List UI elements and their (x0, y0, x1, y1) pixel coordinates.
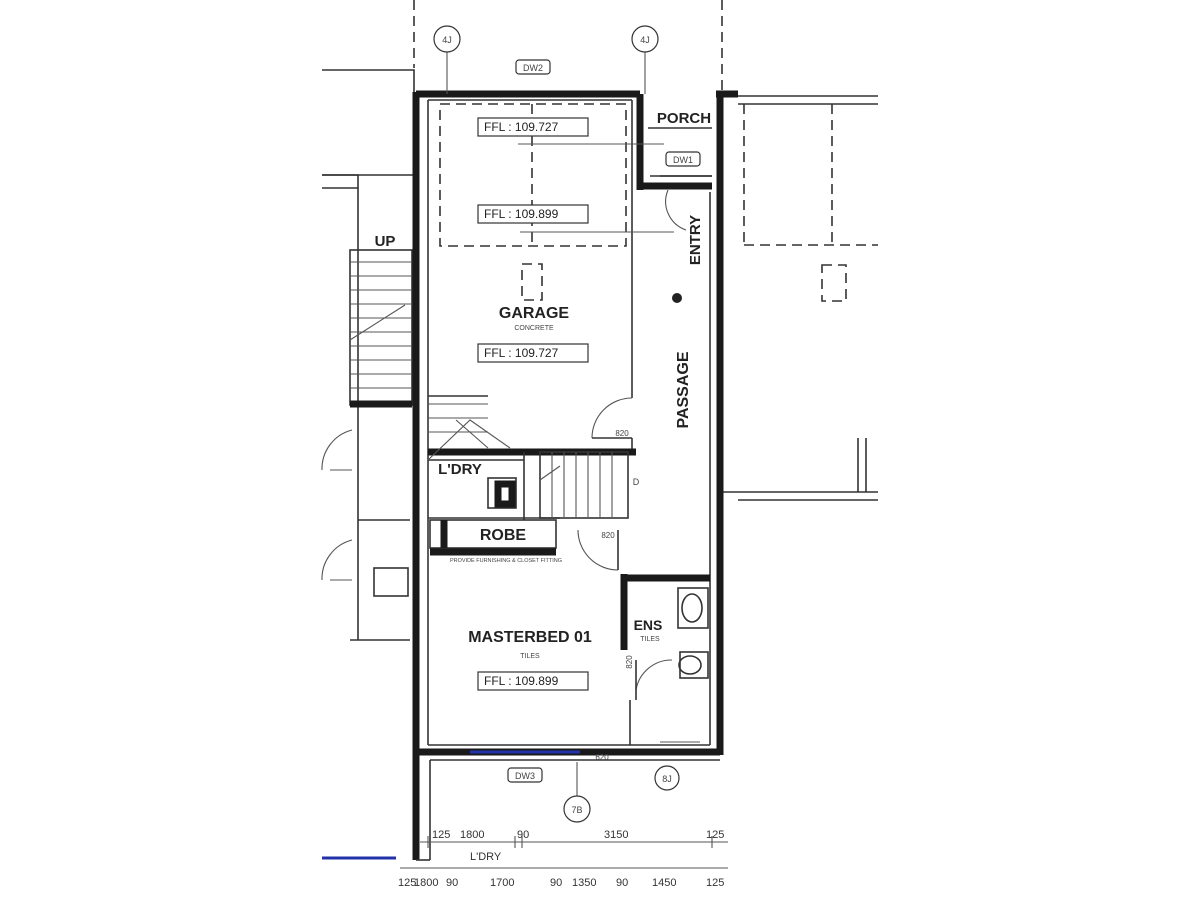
dimension-label: 90 (550, 877, 562, 889)
room-label-ensuite: ENS (634, 617, 663, 633)
dimension-label: 3150 (604, 829, 628, 841)
door-width-label: 820 (601, 531, 615, 540)
ffl-label: FFL : 109.727 (484, 346, 559, 360)
dimension-label: 125 (706, 877, 724, 889)
door-swings (577, 397, 673, 700)
room-finish-masterbed: TILES (520, 653, 540, 660)
adjacent-doors (321, 429, 410, 597)
dimension-label: 90 (446, 877, 458, 889)
dimension-label: 1800 (414, 877, 438, 889)
stair-mark: D (633, 477, 640, 487)
grid-marker-label: 7B (571, 805, 582, 815)
dimension-label: 1450 (652, 877, 676, 889)
grid-marker-label: 4J (442, 35, 452, 45)
dimension-label-laundry: L'DRY (470, 851, 502, 863)
laundry-stair-block (427, 395, 636, 520)
dimension-label: 125 (706, 829, 724, 841)
window-tag-label: DW1 (673, 155, 693, 165)
ffl-box-porch (477, 204, 589, 224)
room-label-garage: GARAGE (499, 305, 570, 322)
ffl-box-masterbed (477, 671, 589, 691)
dimension-label: 1800 (460, 829, 484, 841)
grid-marker-4j-right (631, 25, 659, 53)
grid-marker-label: 4J (640, 35, 650, 45)
room-label-entry: ENTRY (687, 215, 704, 265)
window-tag-label: DW3 (515, 771, 535, 781)
ffl-box-garage (477, 343, 589, 363)
dimension-label: 90 (616, 877, 628, 889)
ffl-label: FFL : 109.899 (484, 674, 559, 688)
ensuite-block (620, 574, 710, 745)
grid-marker-4j-left (433, 25, 461, 53)
porch-area (648, 127, 712, 231)
grid-marker-8j (654, 765, 680, 791)
door-width-label: 820 (615, 429, 629, 438)
grid-marker-7b (563, 795, 591, 823)
stair-up-label: UP (375, 233, 396, 250)
window-tag-dw3 (507, 767, 543, 783)
door-width-label: 620 (595, 753, 609, 762)
door-width-label: 820 (625, 655, 634, 669)
ffl-box-garage-top (477, 117, 589, 137)
level-leaders (518, 143, 682, 303)
adjacent-stair (349, 249, 413, 408)
adjacent-building-right (722, 95, 878, 501)
robe-closet (429, 519, 557, 556)
window-tag-dw2 (515, 59, 551, 75)
grid-marker-label: 8J (662, 774, 672, 784)
room-label-masterbed: MASTERBED 01 (468, 629, 592, 646)
room-label-laundry: L'DRY (438, 461, 482, 478)
ffl-label: FFL : 109.727 (484, 120, 559, 134)
dimension-label: 1700 (490, 877, 514, 889)
window-tag-label: DW2 (523, 63, 543, 73)
dimension-line-top (420, 836, 728, 848)
dimension-label: 125 (432, 829, 450, 841)
window-tag-dw1 (665, 151, 701, 167)
dimension-label: 125 (398, 877, 416, 889)
grid-marker-leaders (446, 52, 646, 796)
room-label-passage: PASSAGE (675, 351, 692, 428)
robe-note: PROVIDE FURNISHING & CLOSET FITTING (450, 558, 562, 564)
room-label-porch: PORCH (657, 110, 711, 127)
room-finish-ensuite: TILES (640, 636, 660, 643)
ffl-label: FFL : 109.899 (484, 207, 559, 221)
room-label-robe: ROBE (480, 527, 527, 544)
room-finish-garage: CONCRETE (514, 325, 554, 332)
dimension-label: 1350 (572, 877, 596, 889)
adjacent-building-outline (322, 174, 359, 189)
dimension-label: 90 (517, 829, 529, 841)
adjacent-building-outline (322, 69, 415, 176)
